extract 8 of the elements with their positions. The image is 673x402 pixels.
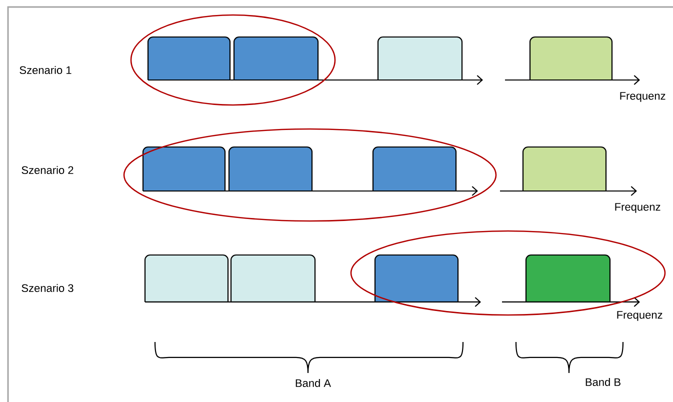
axis-label: Frequenz	[615, 203, 660, 213]
scenario-label: Szenario 3	[22, 284, 74, 292]
scenario-label: Szenario 2	[22, 166, 74, 174]
band-label: Band B	[586, 378, 620, 386]
band-label: Band A	[296, 378, 331, 388]
axis-label: Frequenz	[620, 92, 666, 102]
scenario-label: Szenario 1	[20, 66, 72, 74]
axis-label: Frequenz	[617, 311, 662, 321]
